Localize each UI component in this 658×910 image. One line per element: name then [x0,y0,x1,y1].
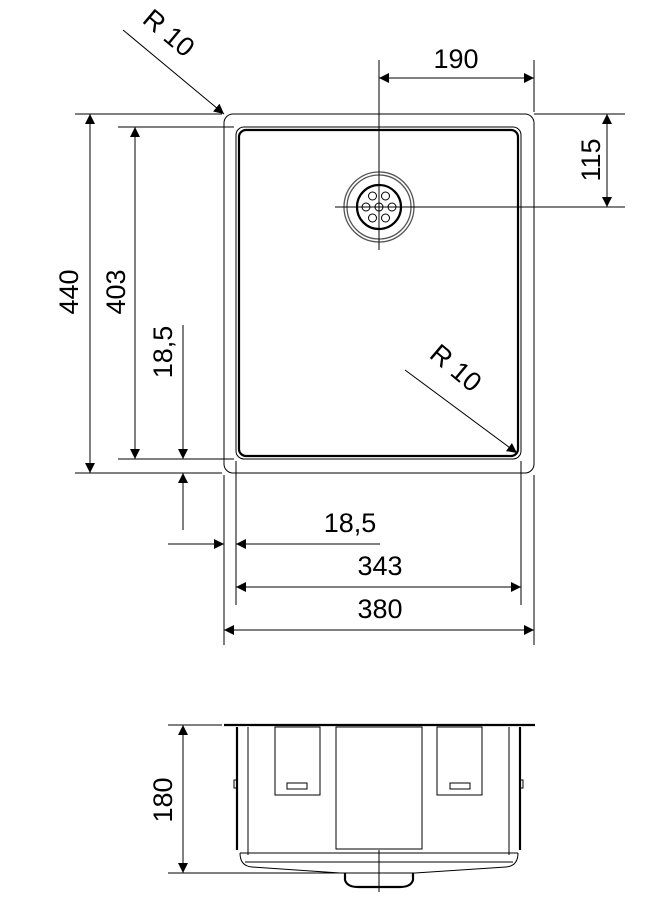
drain [335,60,625,250]
dimension-180: 180 [148,724,340,874]
dimension-190: 190 [379,44,535,112]
dimension-label: 380 [357,594,402,624]
clip-left [274,726,321,796]
dimension-label: 403 [101,269,131,314]
dimension-label: 343 [357,551,402,581]
dimension-label: 440 [54,269,84,314]
dimension-label: R 10 [137,3,200,63]
dimension-115: 115 [534,113,625,207]
dimension-343: 343 [236,551,521,592]
dimension-18-5-vertical: 18,5 [148,325,188,530]
clip-right [436,726,483,796]
dimension-403: 403 [101,126,234,460]
top-view: 190 115 440 403 18,5 [54,3,625,645]
label-plate [335,726,423,850]
dimension-label: 180 [148,777,178,822]
radius-inner: R 10 [404,338,518,454]
side-view: 180 [148,723,535,892]
dimension-label: 18,5 [148,326,178,379]
dimension-18-5-horizontal: 18,5 [168,508,380,549]
dimension-label: 115 [576,138,606,181]
dimension-440: 440 [54,113,222,474]
dimension-label: R 10 [424,338,487,398]
dimension-380: 380 [224,594,534,635]
dimension-label: 190 [433,44,478,74]
dimension-label: 18,5 [324,508,377,538]
radius-outer: R 10 [122,3,225,115]
